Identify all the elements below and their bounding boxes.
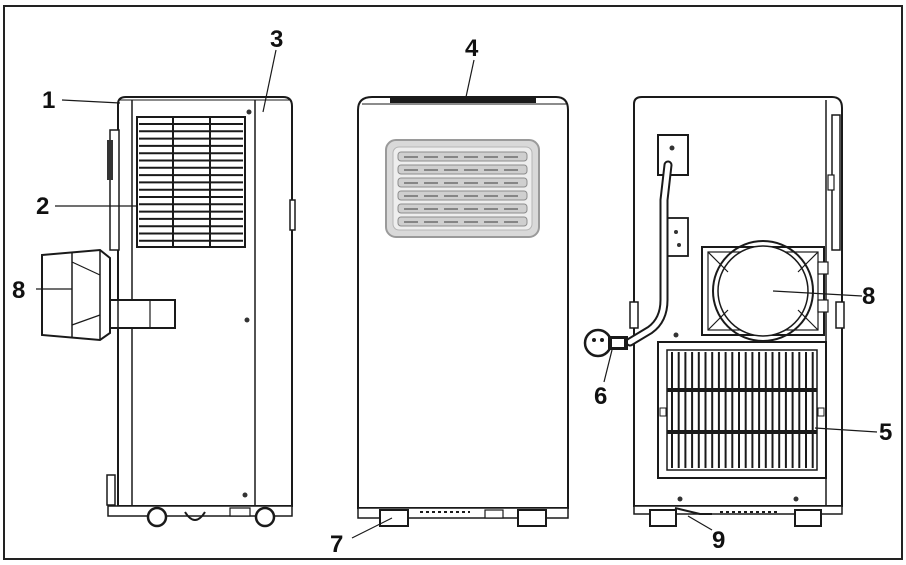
callout-9: 9: [712, 527, 725, 554]
callout-4: 4: [465, 35, 479, 62]
side-wheel-rear: [254, 506, 276, 528]
back-exhaust-outlet: [701, 240, 829, 342]
back-air-filter-grille: [657, 341, 827, 479]
side-wheel-front: [146, 506, 168, 528]
callout-7: 7: [330, 531, 343, 558]
callout-5: 5: [879, 419, 892, 446]
leader-lines: [36, 49, 878, 539]
front-view-unit: [357, 96, 569, 527]
callout-3: 3: [270, 26, 283, 53]
side-view-unit: [41, 96, 296, 528]
back-caster-right: [794, 509, 822, 527]
power-cord-hook: [657, 134, 689, 176]
front-caster-right: [517, 509, 547, 527]
front-caster-left: [379, 509, 409, 527]
back-caster-left: [649, 509, 677, 527]
callout-8-back: 8: [862, 283, 875, 310]
callout-2: 2: [36, 193, 49, 220]
callout-1: 1: [42, 87, 55, 114]
power-plug: [583, 328, 628, 358]
callout-8-side: 8: [12, 277, 25, 304]
side-exhaust-adapter: [41, 248, 176, 342]
callout-6: 6: [594, 383, 607, 410]
back-view-unit: [583, 96, 845, 527]
drain-outlet: [674, 507, 712, 515]
